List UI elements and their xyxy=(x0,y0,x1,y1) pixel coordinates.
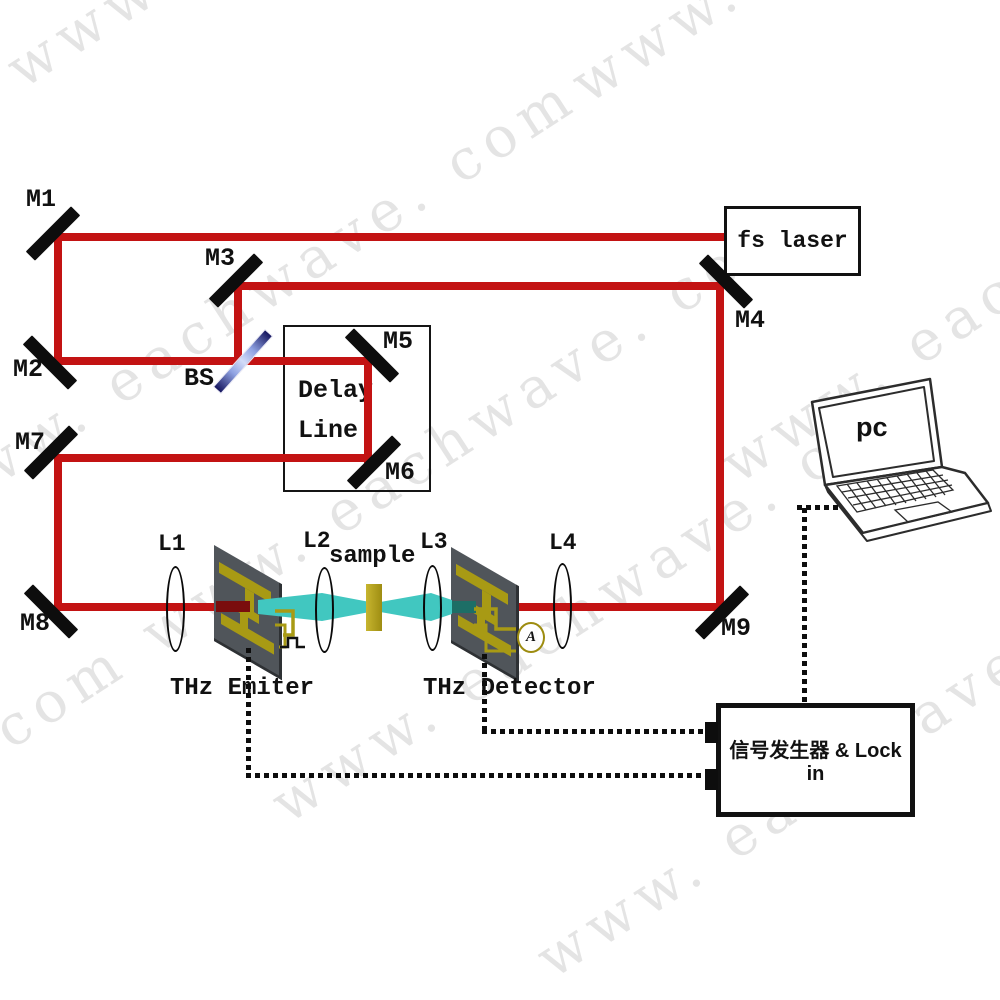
thz-beam xyxy=(258,593,452,621)
laptop-front-lip xyxy=(824,484,992,542)
pump-beam-in-emitter xyxy=(216,601,250,612)
signal-generator-lockin-box: 信号发生器 & Lock in xyxy=(716,703,915,817)
detector-ammeter-wires xyxy=(474,607,516,653)
beam-m7-to-m8 xyxy=(54,457,62,609)
lens-label-l4: L4 xyxy=(549,530,577,556)
mirror-label-m4: M4 xyxy=(735,306,766,335)
laptop-keyboard xyxy=(835,469,955,513)
lens-l1 xyxy=(166,566,185,652)
wire-detector-to-lockin-h xyxy=(482,729,711,734)
lens-l2 xyxy=(315,567,334,653)
mirror-label-m6: M6 xyxy=(385,458,416,487)
mirror-label-m8: M8 xyxy=(20,609,51,638)
pc-label: pc xyxy=(856,412,888,442)
lens-label-l1: L1 xyxy=(158,531,186,557)
fs-laser-label: fs laser xyxy=(737,228,848,254)
pc-laptop xyxy=(810,377,992,542)
mirror-label-m1: M1 xyxy=(26,185,57,214)
beam-m9-to-detector xyxy=(517,603,724,611)
sample-bar xyxy=(366,584,382,631)
thz-beam-in-detector xyxy=(452,601,476,613)
beam-bs-to-m3 xyxy=(234,284,242,361)
mirror-label-m9: M9 xyxy=(721,614,752,643)
lockin-input-port-top xyxy=(705,722,718,743)
lens-label-l3: L3 xyxy=(420,529,448,555)
wire-pc-to-lockin-v xyxy=(802,508,807,705)
watermark-text: www. eachwave. com xyxy=(0,0,675,102)
delay-line-box: Delay Line xyxy=(283,325,431,492)
beam-m8-to-emitter xyxy=(56,603,238,611)
beam-fslaser-to-m1 xyxy=(58,233,726,241)
watermark-text: www. eachwave. com xyxy=(0,628,140,1000)
beam-m1-to-m2 xyxy=(54,237,62,363)
thz-emitter-label: THz Emiter xyxy=(170,675,315,702)
beam-m4-to-m9 xyxy=(716,284,724,610)
bias-step-symbol xyxy=(280,636,305,649)
delay-line-label-1: Delay xyxy=(298,376,374,405)
beam-m3-to-m4 xyxy=(234,282,724,290)
beam-m5-to-m6 xyxy=(364,359,372,463)
lens-l4 xyxy=(553,563,572,649)
wire-emitter-to-lockin-v xyxy=(246,648,251,776)
mirror-label-m2: M2 xyxy=(13,355,44,384)
ammeter-symbol: A xyxy=(517,622,545,653)
wire-detector-to-lockin-v xyxy=(482,654,487,731)
delay-line-label-2: Line xyxy=(298,416,359,445)
sample-label: sample xyxy=(329,543,416,570)
fs-laser-box: fs laser xyxy=(724,206,861,276)
lens-l3 xyxy=(423,565,442,651)
wire-pc-to-lockin-h xyxy=(797,505,841,510)
wire-emitter-to-lockin-h xyxy=(246,773,711,778)
beam-splitter-label: BS xyxy=(184,364,215,393)
mirror-label-m3: M3 xyxy=(205,244,236,273)
lens-label-l2: L2 xyxy=(303,528,331,554)
laptop-screen-inner xyxy=(818,386,935,478)
mirror-label-m7: M7 xyxy=(15,428,46,457)
laptop-touchpad xyxy=(893,501,954,523)
beam-m6-to-m7 xyxy=(54,454,370,462)
mirror-label-m5: M5 xyxy=(383,327,414,356)
beam-m2-to-m5 xyxy=(54,357,374,365)
watermark-text: www. eachwave. com xyxy=(560,0,1000,117)
emitter-bias-wires xyxy=(275,609,305,649)
thz-detector-label: THz Detector xyxy=(423,675,596,702)
signal-generator-lockin-label: 信号发生器 & Lock in xyxy=(729,740,902,785)
